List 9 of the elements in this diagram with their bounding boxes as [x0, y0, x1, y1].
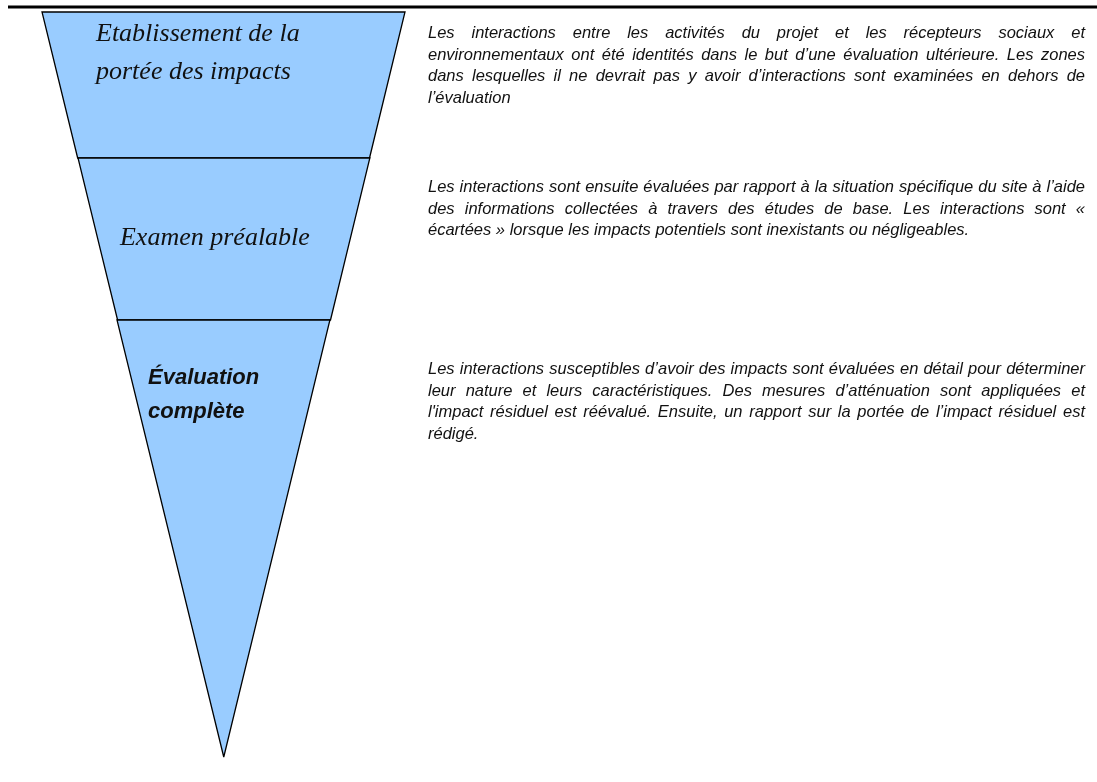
funnel-band: [41, 11, 406, 159]
funnel-band: [116, 319, 332, 758]
stage-description: Les interactions entre les activités du projet et les récepteurs sociaux et environnementaux ont été identités dans le but d’une évaluation ultérieure. Les zones dans lesquelles il ne devrait pas y avoir d’interactions sont examinées en dehors de l’évaluation: [428, 22, 1085, 108]
stage-label: Examen préalable: [120, 221, 311, 253]
stage-label: Etablissement de la portée des impacts: [96, 17, 301, 87]
stage-label: Évaluation complète: [148, 363, 261, 425]
funnel-band: [76, 157, 371, 321]
stage-description: Les interactions sont ensuite évaluées par rapport à la situation spécifique du site à l’aide des informations collectées à travers des études de base. Les interactions sont « écartées » lorsque les impacts potentiels sont inexistants ou négligeables.: [428, 176, 1085, 240]
stage-description: Les interactions susceptibles d’avoir des impacts sont évaluées en détail pour déterminer leur nature et leurs caractéristiques. Des mesures d’atténuation sont appliquées et l'impact résiduel est réévalué. Ensuite, un rapport sur la portée de l’impact résiduel est rédigé.: [428, 358, 1085, 444]
